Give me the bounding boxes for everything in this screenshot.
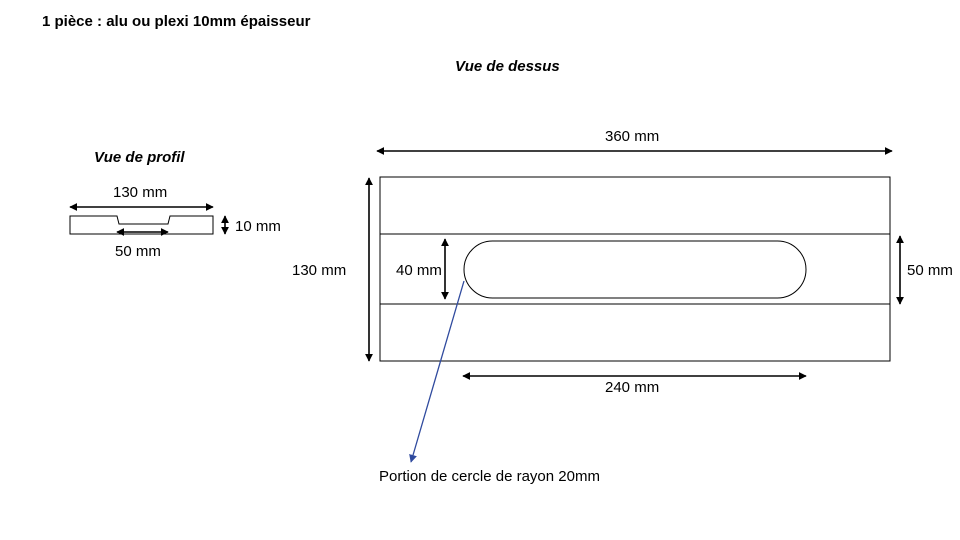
profile-view	[69, 203, 229, 236]
radius-note: Portion de cercle de rayon 20mm	[379, 468, 600, 485]
top-length-label: 360 mm	[605, 128, 660, 145]
page-title: 1 pièce : alu ou plexi 10mm épaisseur	[42, 13, 311, 30]
profile-slot-label: 50 mm	[115, 243, 161, 260]
top-view	[365, 147, 904, 463]
top-view-title: Vue de dessus	[455, 58, 560, 75]
profile-thickness-label: 10 mm	[235, 218, 281, 235]
top-height-label: 130 mm	[292, 262, 347, 279]
plate-outline	[379, 176, 891, 362]
top-slot-length-label: 240 mm	[605, 379, 660, 396]
profile-view-title: Vue de profil	[94, 149, 185, 166]
profile-width-label: 130 mm	[113, 184, 168, 201]
oblong-slot	[463, 240, 807, 299]
radius-leader-arrow	[409, 280, 465, 463]
top-band-label: 50 mm	[907, 262, 953, 279]
top-slot-height-label: 40 mm	[396, 262, 442, 279]
